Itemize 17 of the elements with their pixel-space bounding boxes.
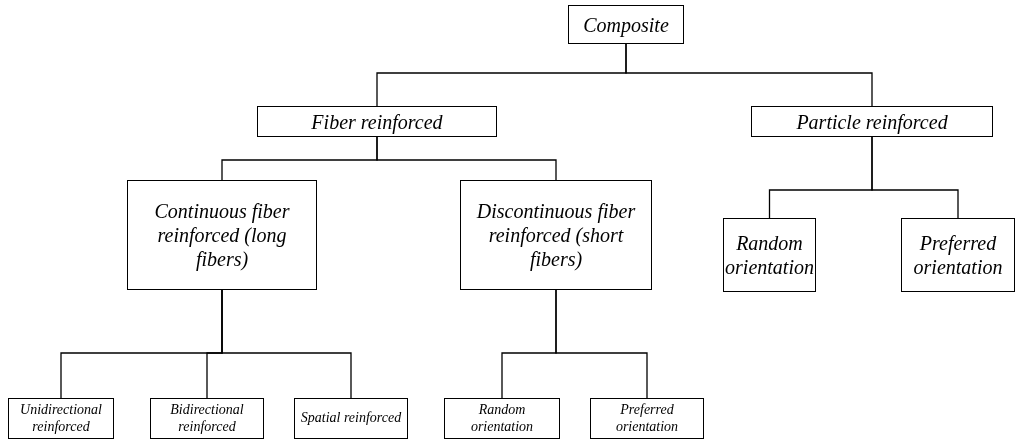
category-box: Composite <box>568 5 684 44</box>
category-box: Unidirectional reinforced <box>8 398 114 439</box>
connector-line <box>871 136 959 219</box>
category-box: Random orientation <box>444 398 560 439</box>
connector-line <box>376 136 557 181</box>
category-box: Spatial reinforced <box>294 398 408 439</box>
category-box: Preferred orientation <box>590 398 704 439</box>
connector-line <box>221 289 352 399</box>
category-box: Particle reinforced <box>751 106 993 137</box>
category-box: Preferred orientation <box>901 218 1015 292</box>
category-box: Random orientation <box>723 218 816 292</box>
connector-line <box>555 289 648 399</box>
category-box: Bidirectional reinforced <box>150 398 264 439</box>
category-box: Fiber reinforced <box>257 106 497 137</box>
category-box: Continuous fiber reinforced (long fibers) <box>127 180 317 290</box>
connector-line <box>625 43 873 107</box>
category-box: Discontinuous fiber reinforced (short fibers) <box>460 180 652 290</box>
